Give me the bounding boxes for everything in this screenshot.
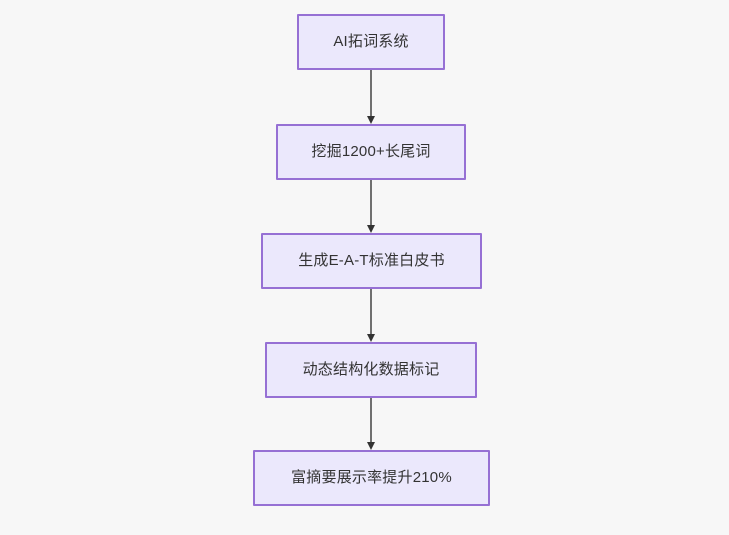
node-label: 挖掘1200+长尾词 [311,143,431,160]
arrow-down-icon [367,225,375,233]
flowchart-edge-n1-n2 [367,70,376,124]
node-label: AI拓词系统 [333,33,409,50]
node-label: 富摘要展示率提升210% [291,469,452,486]
edge-line [370,398,372,442]
flowchart-node-mine-longtail-keywords[interactable]: 挖掘1200+长尾词 [276,124,466,180]
arrow-down-icon [367,442,375,450]
arrow-down-icon [367,116,375,124]
arrow-down-icon [367,334,375,342]
flowchart-edge-n2-n3 [367,180,376,233]
node-label: 生成E-A-T标准白皮书 [298,252,445,269]
flowchart-node-dynamic-structured-data-markup[interactable]: 动态结构化数据标记 [265,342,477,398]
flowchart-node-generate-eat-whitepaper[interactable]: 生成E-A-T标准白皮书 [261,233,482,289]
flowchart-edge-n3-n4 [367,289,376,342]
edge-line [370,289,372,334]
node-label: 动态结构化数据标记 [302,361,440,378]
edge-line [370,70,372,116]
edge-line [370,180,372,225]
flowchart-node-rich-snippet-impression-lift[interactable]: 富摘要展示率提升210% [253,450,490,506]
flowchart-edge-n4-n5 [367,398,376,450]
flowchart-node-ai-keyword-system[interactable]: AI拓词系统 [297,14,445,70]
